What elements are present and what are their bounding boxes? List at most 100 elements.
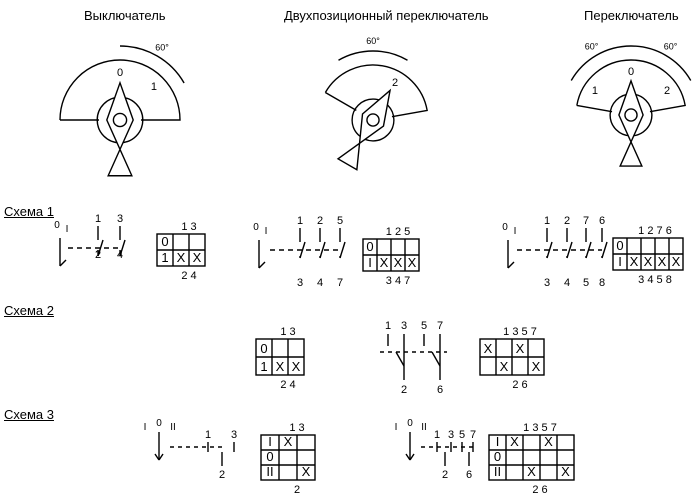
scheme1-switch-b-contact-blade — [299, 241, 306, 259]
scheme1-table-b-header-numbers: 1 2 5 — [386, 226, 410, 238]
scheme1-switch-c-terminal-top: 2 — [564, 215, 570, 227]
scheme1-switch-c-position-0: 0 — [502, 222, 508, 233]
scheme2-table-a-header-numbers: 1 3 — [280, 326, 295, 338]
two-position-dial-pivot — [366, 113, 380, 127]
scheme1-table-b-cell: X — [394, 255, 403, 270]
scheme1-table-c-cell: X — [658, 254, 667, 269]
scheme3-table-a-header-numbers: 1 3 — [289, 422, 304, 434]
scheme1-switch-c-terminal-top: 6 — [599, 215, 605, 227]
scheme2-switch-terminal-bottom: 2 — [401, 384, 407, 396]
scheme1-switch-a-position-1: I — [66, 224, 69, 235]
scheme2-switch-terminal-top: 3 — [401, 320, 407, 332]
scheme3-table-a-cell: II — [266, 464, 273, 479]
title-two-position-switch: Двухпозиционный переключатель — [284, 8, 489, 23]
scheme2-switch-terminal-top: 5 — [421, 320, 427, 332]
scheme2-switch-contact-blade — [431, 351, 441, 367]
scheme3-switch-b-position-II: II — [421, 422, 427, 433]
scheme1-switch-a-position-0: 0 — [54, 220, 60, 231]
scheme1-switch-b-terminal-top: 5 — [337, 215, 343, 227]
two-position-dial-angle-label: 60° — [366, 36, 380, 46]
scheme3-table-b-frame — [488, 434, 575, 481]
scheme1-table-a-cell: 0 — [161, 234, 168, 249]
selector-dial-angle-arc — [570, 45, 632, 81]
scheme1-switch-c-terminal-bottom: 4 — [564, 277, 570, 289]
scheme1-switch-b-contact-blade — [319, 241, 326, 259]
scheme1-switch-a-contact-blade — [119, 239, 126, 257]
switch-dial-angle-arc — [119, 45, 185, 84]
scheme1-switch-b-terminal-bottom: 4 — [317, 277, 323, 289]
selector-dial-pivot — [624, 108, 638, 122]
scheme3-switch-a-terminal-bottom: 2 — [219, 469, 225, 481]
two-position-dial-mark-2: 2 — [392, 77, 398, 89]
scheme1-switch-b-terminal-bottom: 7 — [337, 277, 343, 289]
scheme1-switch-c-terminal-bottom: 5 — [583, 277, 589, 289]
scheme1-table-a-cell: 1 — [161, 250, 168, 265]
selector-dial-angle-label: 60° — [664, 42, 678, 52]
scheme1-table-b-cell: I — [368, 255, 372, 270]
scheme2-table-b-cell: X — [484, 341, 493, 356]
scheme1-switch-c-position-1: I — [514, 226, 517, 237]
scheme3-table-a-cell: X — [302, 464, 311, 479]
scheme3-switch-a-lever-arrow — [154, 453, 160, 461]
scheme1-table-c-header-numbers: 1 2 7 6 — [638, 225, 672, 237]
scheme-1-label: Схема 1 — [4, 204, 54, 219]
switch-dial-mark-0: 0 — [117, 67, 123, 79]
scheme2-switch-contact-blade — [395, 351, 405, 367]
scheme2-table-b-footer-numbers: 2 6 — [512, 379, 527, 391]
scheme1-switch-a-lever-tip — [59, 259, 67, 267]
switch-dial-pivot — [112, 112, 128, 128]
scheme2-table-b-cell: X — [500, 359, 509, 374]
selector-dial-angle-arc — [630, 45, 692, 81]
scheme3-switch-a-position-I: I — [144, 422, 147, 433]
scheme1-table-c-cell: X — [630, 254, 639, 269]
title-selector-switch: Переключатель — [584, 8, 679, 23]
scheme3-switch-b-terminal-top: 7 — [470, 429, 476, 441]
scheme1-table-b-footer-numbers: 3 4 7 — [386, 275, 410, 287]
scheme3-table-a-cell: 0 — [266, 449, 273, 464]
scheme2-table-b-cell: X — [516, 341, 525, 356]
scheme1-switch-b-terminal-top: 1 — [297, 215, 303, 227]
scheme2-switch-terminal-bottom: 6 — [437, 384, 443, 396]
scheme3-table-b-footer-numbers: 2 6 — [532, 484, 547, 496]
scheme3-table-b-cell: X — [561, 464, 570, 479]
scheme-2-label: Схема 2 — [4, 303, 54, 318]
switch-dial-mark-1: 1 — [151, 81, 157, 93]
scheme3-table-b-cell: 0 — [494, 449, 501, 464]
scheme2-table-b-header-numbers: 1 3 5 7 — [503, 326, 537, 338]
scheme1-switch-c-terminal-top: 7 — [583, 215, 589, 227]
scheme3-switch-b-terminal-top: 1 — [434, 429, 440, 441]
scheme3-table-b-header-numbers: 1 3 5 7 — [523, 422, 557, 434]
scheme1-switch-b-position-0: 0 — [253, 222, 259, 233]
scheme3-table-a-cell: X — [284, 434, 293, 449]
scheme2-table-a-cell: X — [292, 359, 301, 374]
selector-dial-handle — [618, 78, 644, 167]
scheme1-switch-c-contact-blade — [585, 241, 592, 259]
scheme1-table-c-cell: X — [672, 254, 681, 269]
scheme3-table-b-cell: X — [527, 464, 536, 479]
scheme1-switch-a-contact-blade — [97, 239, 104, 257]
scheme1-switch-c-lever-tip — [507, 261, 515, 269]
scheme1-switch-b-lever-tip — [258, 261, 266, 269]
title-switch: Выключатель — [84, 8, 166, 23]
scheme1-table-c-footer-numbers: 3 4 5 8 — [638, 274, 672, 286]
scheme2-table-a-cell: X — [276, 359, 285, 374]
scheme2-table-b-cell: X — [532, 359, 541, 374]
scheme3-table-a-frame — [260, 434, 316, 481]
switch-dial-scale-arc — [59, 59, 181, 121]
switch-dial-angle-label: 60° — [155, 42, 169, 52]
scheme3-switch-b-lever-arrow — [405, 453, 411, 461]
scheme1-table-c-cell: X — [644, 254, 653, 269]
scheme3-table-a-cell: I — [268, 434, 272, 449]
scheme1-switch-a-terminal-top: 1 — [95, 213, 101, 225]
scheme3-table-a-footer-numbers: 2 — [294, 484, 300, 496]
scheme1-table-a-footer-numbers: 2 4 — [181, 270, 196, 282]
scheme1-switch-b-terminal-top: 2 — [317, 215, 323, 227]
scheme2-table-a-footer-numbers: 2 4 — [280, 379, 295, 391]
scheme1-switch-b-terminal-bottom: 3 — [297, 277, 303, 289]
scheme1-switch-c-terminal-bottom: 3 — [544, 277, 550, 289]
selector-dial-scale-arc — [576, 59, 686, 113]
scheme3-switch-a-position-II: II — [170, 422, 176, 433]
scheme3-switch-b-position-0: 0 — [407, 418, 413, 429]
scheme3-table-b-cell: X — [544, 434, 553, 449]
